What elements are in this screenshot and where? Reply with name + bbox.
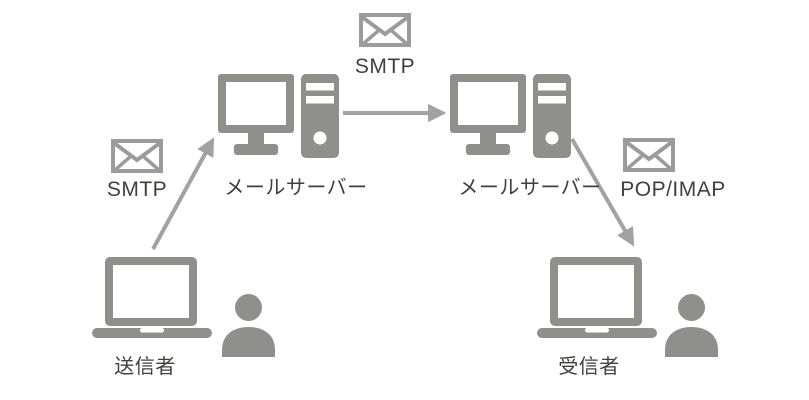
receiver-label: 受信者 [558,356,620,378]
protocol-label-smtp-left: SMTP [106,178,168,201]
mail-server-icon [218,74,340,159]
mail-server-icon [450,74,572,159]
protocol-label-smtp-middle: SMTP [354,55,416,78]
sender-label: 送信者 [114,356,176,378]
protocol-label-pop-imap: POP/IMAP [620,178,726,201]
person-icon [221,294,276,357]
server2-label: メールサーバー [458,177,602,199]
envelope-icon [359,13,411,47]
envelope-icon [111,139,163,173]
laptop-icon [537,257,657,338]
laptop-icon [92,257,212,338]
server1-label: メールサーバー [224,177,368,199]
person-icon [664,294,719,357]
envelope-icon [623,138,675,172]
